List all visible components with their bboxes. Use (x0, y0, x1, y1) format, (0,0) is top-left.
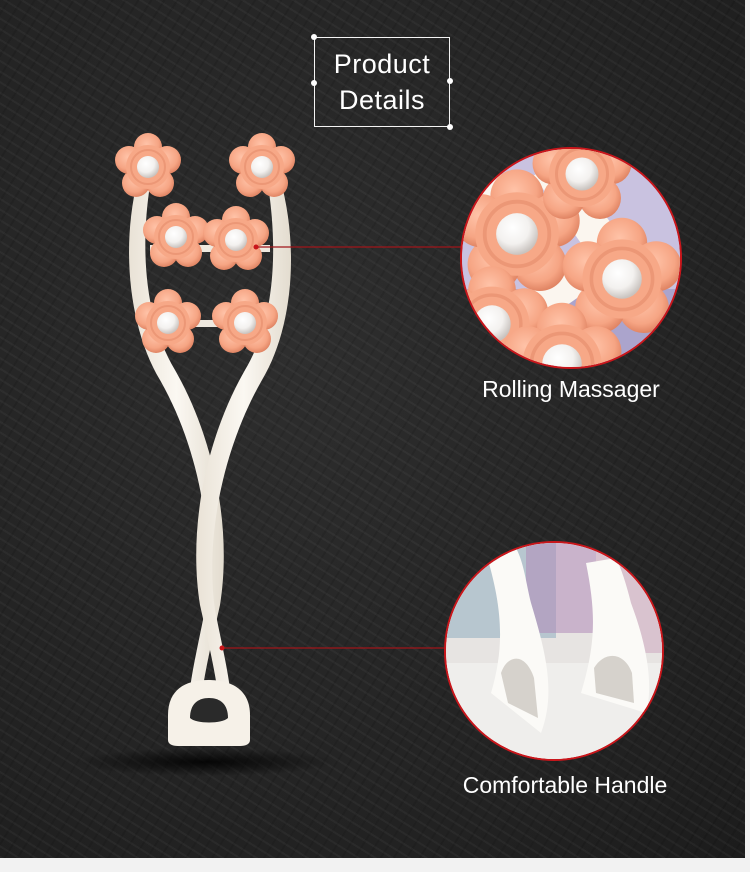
product-detail-canvas: Product Details (0, 0, 745, 858)
rolling-massager-label: Rolling Massager (482, 376, 660, 402)
title-line-1: Product (333, 49, 431, 79)
title-frame: Product Details (311, 34, 453, 130)
title-line-2: Details (338, 85, 426, 115)
massager-product-image (75, 132, 462, 776)
comfortable-handle-label: Comfortable Handle (462, 772, 668, 798)
page-title: Product Details (315, 46, 449, 118)
comfortable-handle-closeup (444, 541, 664, 761)
rolling-massager-closeup (460, 147, 682, 369)
